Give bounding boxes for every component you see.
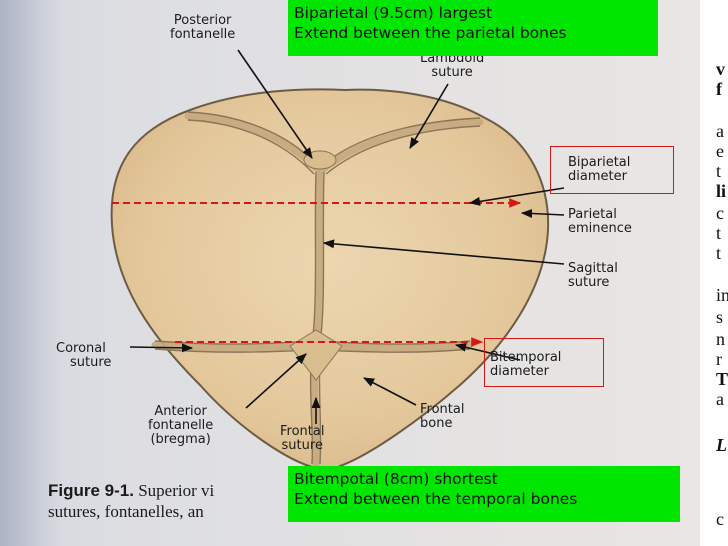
page-edge-shadow: [0, 0, 60, 546]
cropped-letter: r: [716, 349, 722, 369]
biparietal-note-line1: Biparietal (9.5cm) largest: [294, 4, 493, 22]
biparietal-note-line2: Extend between the parietal bones: [294, 24, 567, 42]
cropped-letter: s: [716, 307, 724, 327]
cropped-letter: e: [716, 141, 724, 161]
bitemporal-note-line2: Extend between the temporal bones: [294, 490, 578, 508]
biparietal-note-box: Biparietal (9.5cm) largest Extend betwee…: [288, 0, 658, 56]
cropped-letter: c: [716, 509, 724, 529]
cropped-letter: t: [716, 223, 722, 243]
skull-outline: [110, 88, 550, 471]
bitemporal-highlight-box: [484, 338, 604, 387]
biparietal-highlight-box: [550, 146, 674, 194]
bitemporal-note-line1: Bitempotal (8cm) shortest: [294, 470, 498, 488]
cropped-letter: T: [716, 369, 728, 389]
cropped-letter: li: [716, 181, 727, 201]
cropped-letter: in: [716, 285, 728, 305]
cropped-letter: a: [716, 121, 724, 141]
cropped-letter: t: [716, 243, 722, 263]
cropped-letter: f: [716, 79, 722, 99]
bitemporal-note-box: Bitempotal (8cm) shortest Extend between…: [288, 466, 680, 522]
cropped-text-column: [700, 0, 728, 546]
cropped-letter: n: [716, 329, 725, 349]
cropped-letter: t: [716, 161, 722, 181]
cropped-letter: L: [716, 435, 727, 455]
cropped-letter: c: [716, 203, 724, 223]
cropped-letter: a: [716, 389, 724, 409]
cropped-letter: v: [716, 59, 725, 79]
pointer-lines: [129, 49, 565, 424]
